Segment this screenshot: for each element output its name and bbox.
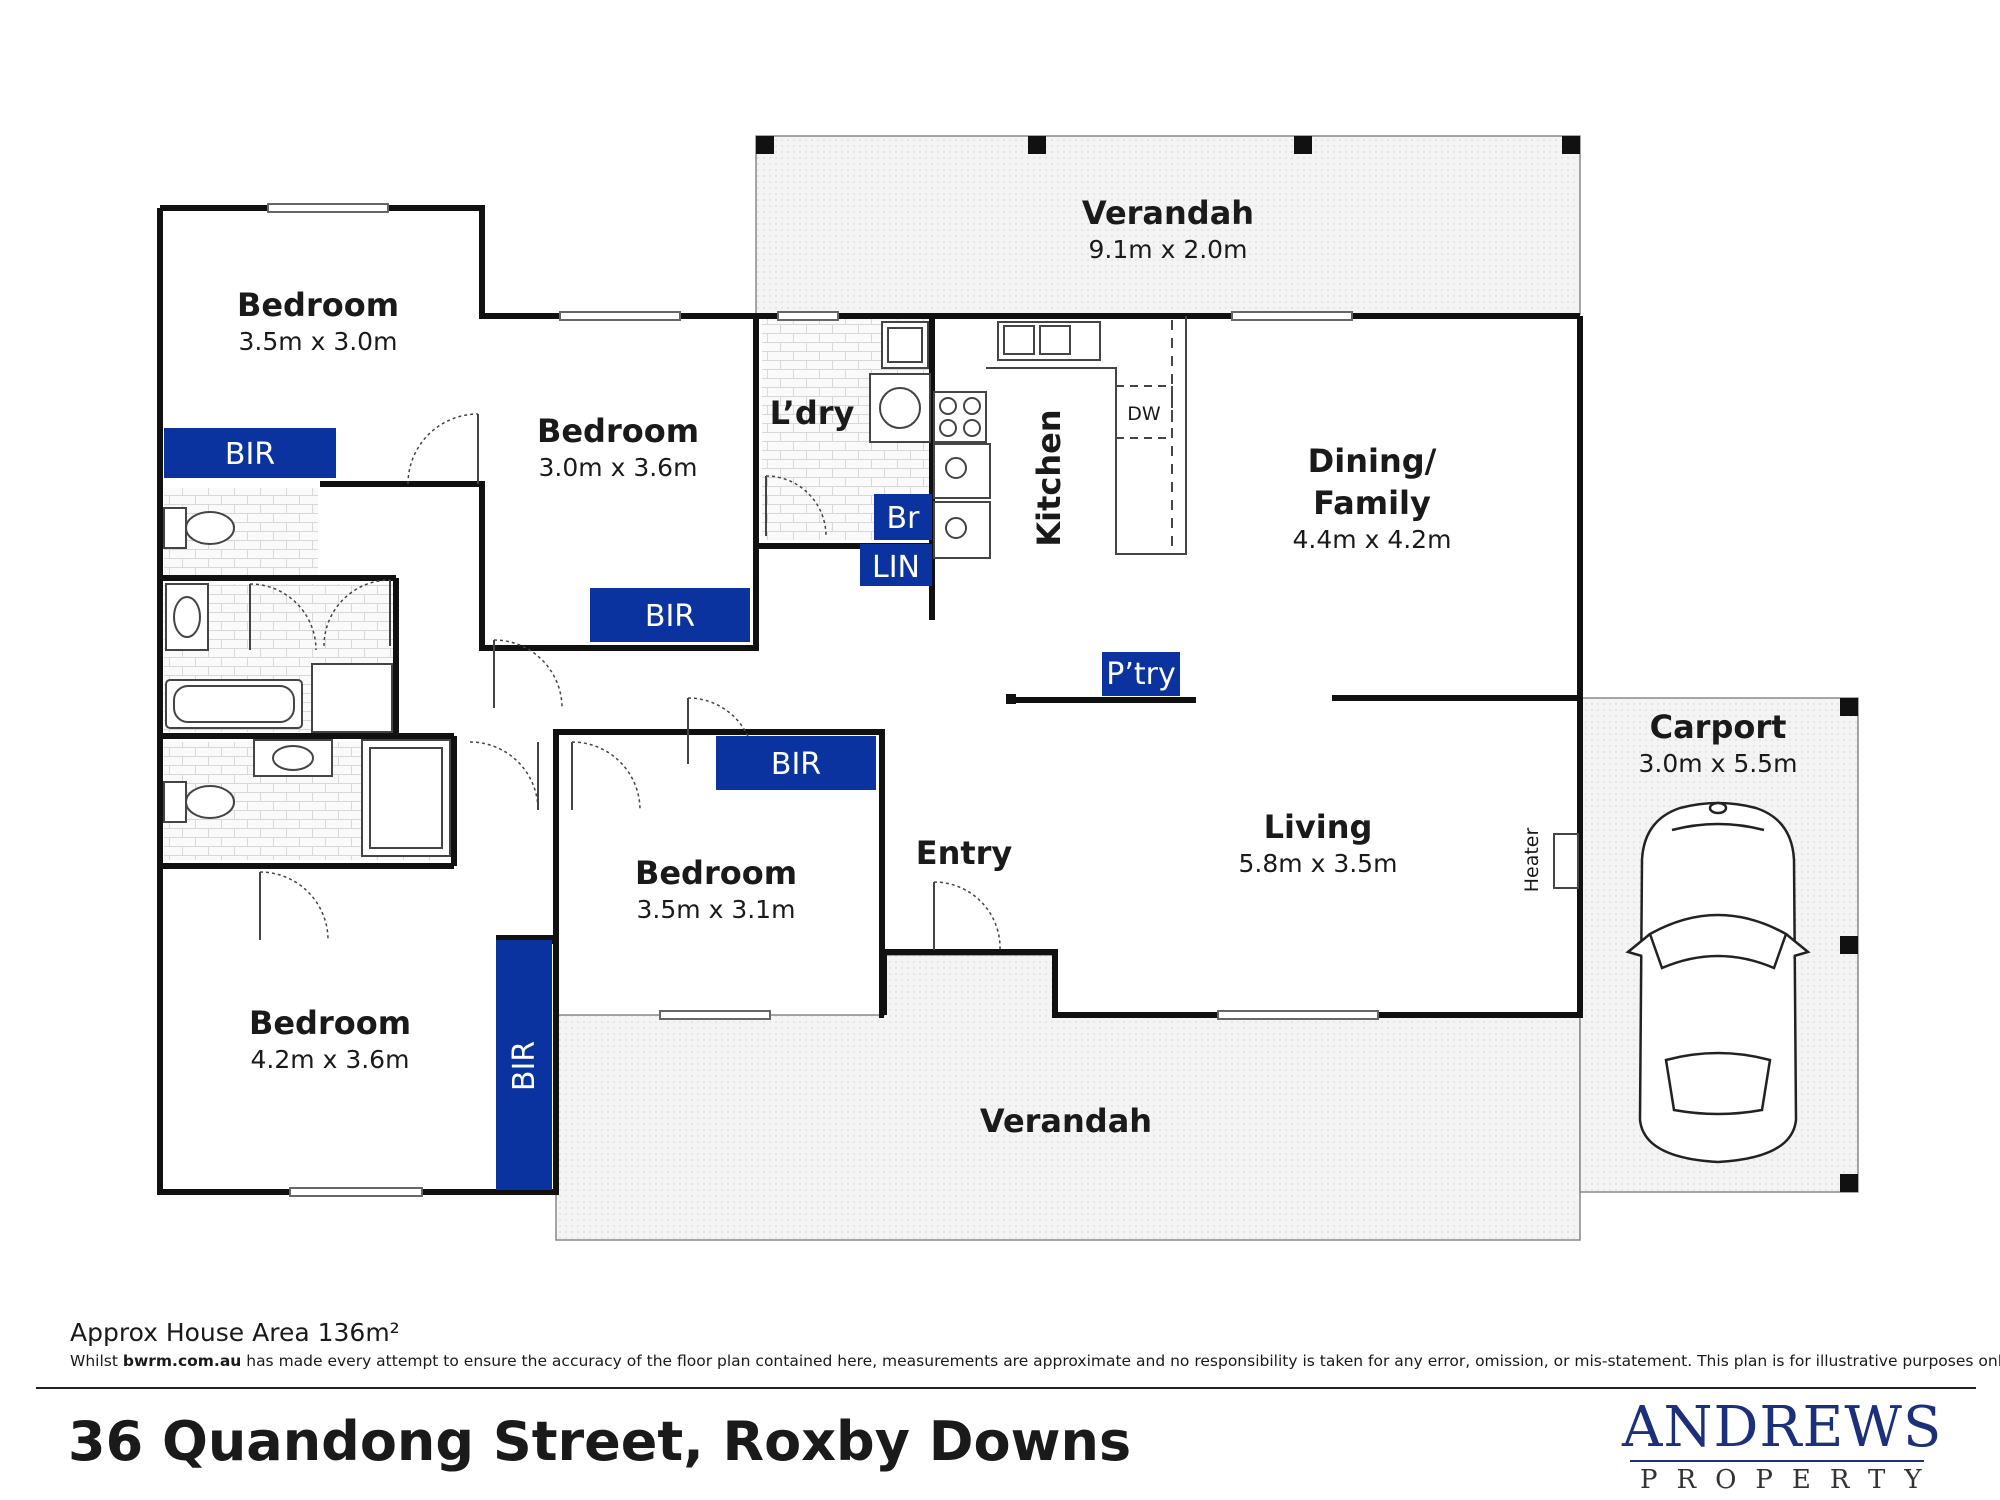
kitchen-name: Kitchen: [1030, 409, 1068, 546]
door-leaves: [249, 414, 935, 950]
laundry-name: L’dry: [770, 394, 855, 432]
living-name: Living: [1264, 808, 1373, 846]
footer-divider: [36, 1387, 1976, 1389]
disclaimer-site-link: bwrm.com.au: [122, 1352, 242, 1370]
living-dims: 5.8m x 3.5m: [1239, 849, 1398, 878]
svg-text:BIR: BIR: [771, 747, 821, 782]
tag-bir-3: BIR: [716, 736, 876, 790]
bedroom-2-name: Bedroom: [537, 412, 699, 450]
carport-name: Carport: [1650, 708, 1787, 746]
room-labels: Verandah 9.1m x 2.0m Bedroom 3.5m x 3.0m…: [237, 194, 1798, 1140]
dining-name-line1: Dining/: [1308, 442, 1437, 480]
tag-lin: LIN: [860, 544, 932, 586]
tag-bir-1: BIR: [164, 428, 336, 478]
disclaimer: Whilst bwrm.com.au has made every attemp…: [70, 1352, 2000, 1370]
bedroom-4-dims: 4.2m x 3.6m: [251, 1045, 410, 1074]
bedroom-4-name: Bedroom: [249, 1004, 411, 1042]
dining-name-line2: Family: [1313, 484, 1431, 522]
windows: [267, 203, 1379, 1197]
doors: [249, 413, 1001, 951]
svg-text:Br: Br: [887, 501, 921, 536]
tag-bir-2: BIR: [590, 588, 750, 642]
andrews-property-logo: ANDREWS PROPERTY: [1622, 1395, 1943, 1498]
bedroom-3-dims: 3.5m x 3.1m: [637, 895, 796, 924]
verandah-top-area: [755, 135, 1581, 315]
logo-wordmark: ANDREWS: [1622, 1395, 1943, 1460]
car-icon: [1625, 801, 1811, 1164]
svg-text:P’try: P’try: [1106, 657, 1175, 692]
walls: [157, 205, 1583, 1195]
logo-divider: [1630, 1460, 1924, 1462]
svg-text:BIR: BIR: [507, 1041, 542, 1091]
house-area: Approx House Area 136m²: [70, 1318, 400, 1347]
verandah-top-dims: 9.1m x 2.0m: [1089, 235, 1248, 264]
tag-bir-4: BIR: [496, 940, 552, 1190]
fixtures: [163, 316, 1579, 889]
svg-text:BIR: BIR: [225, 437, 275, 472]
entry-name: Entry: [916, 834, 1013, 872]
verandah-top-name: Verandah: [1082, 194, 1254, 232]
bedroom-1-dims: 3.5m x 3.0m: [239, 327, 398, 356]
tag-pantry: P’try: [1102, 652, 1180, 696]
verandah-bottom-area: [555, 954, 1581, 1241]
dining-dims: 4.4m x 4.2m: [1293, 525, 1452, 554]
svg-text:BIR: BIR: [645, 599, 695, 634]
dw-label: DW: [1127, 403, 1161, 425]
verandah-bottom-name: Verandah: [980, 1102, 1152, 1140]
svg-text:LIN: LIN: [872, 550, 920, 585]
bedroom-3-name: Bedroom: [635, 854, 797, 892]
property-address: 36 Quandong Street, Roxby Downs: [68, 1410, 1132, 1473]
bedroom-2-dims: 3.0m x 3.6m: [539, 453, 698, 482]
heater-label: Heater: [1521, 828, 1543, 893]
tag-br: Br: [874, 494, 932, 540]
bedroom-1-name: Bedroom: [237, 286, 399, 324]
logo-subtitle: PROPERTY: [1640, 1465, 1941, 1495]
carport-dims: 3.0m x 5.5m: [1639, 749, 1798, 778]
